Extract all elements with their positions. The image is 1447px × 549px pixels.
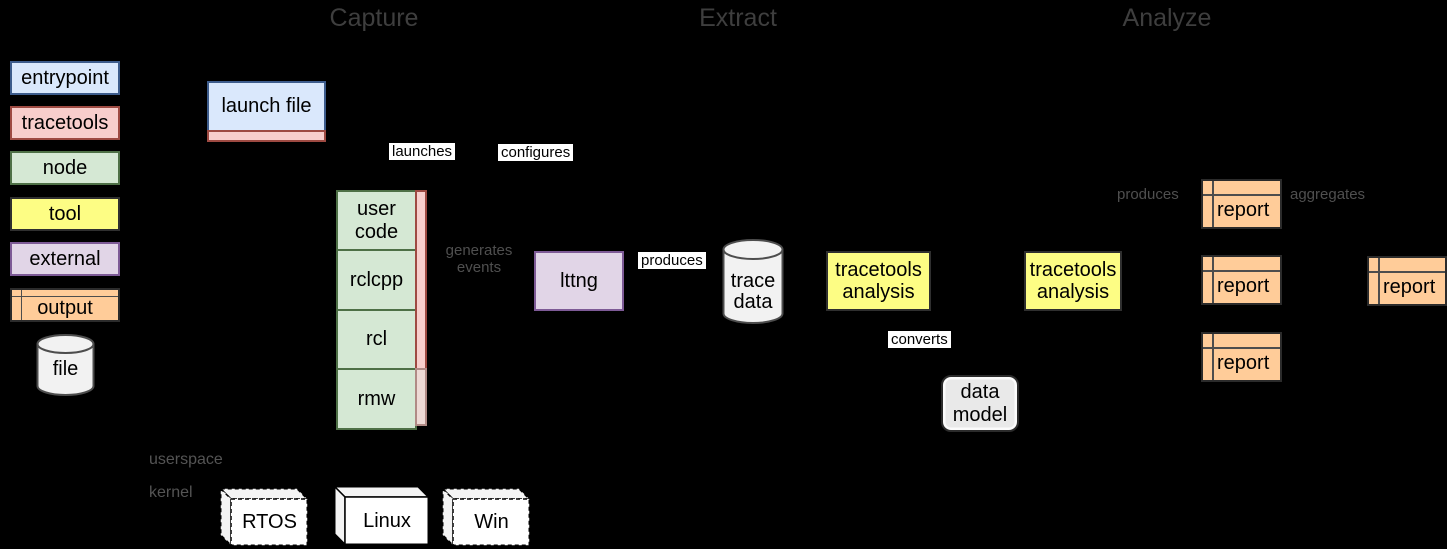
report-side-line [1212,181,1214,227]
tracetools-strip-upper [415,190,427,370]
cylinder-icon [36,334,95,396]
os-cube-rtos: RTOS [218,486,310,548]
report-header-line [1203,270,1280,272]
cube-icon [218,486,310,548]
os-cube-linux: Linux [332,484,431,547]
legend-tool: tool [10,197,120,231]
report-side-line [1378,258,1380,304]
aggregates-label: aggregates [1290,186,1366,203]
aggregated-report-box: report [1367,256,1447,306]
launches-label: launches [389,143,456,160]
userspace-label: userspace [149,451,223,468]
legend-output: output [10,288,120,322]
data-model-box: data model [941,375,1019,432]
section-title-capture: Capture [329,4,419,32]
launch-file-tracetools-strip [207,130,326,142]
stack-user-code: user code [336,190,417,251]
launch-file-box: launch file [207,81,326,132]
generates-events-label: generates events [445,242,513,276]
legend-node: node [10,151,120,185]
stack-rcl: rcl [336,309,417,370]
section-title-extract: Extract [699,4,777,32]
stack-rmw: rmw [336,368,417,430]
report-side-line [1212,334,1214,380]
produces-label-capture: produces [638,252,706,269]
report-header-line [1369,271,1445,273]
report-side-line [1212,257,1214,303]
produces-label-analyze: produces [1117,186,1179,203]
legend-external: external [10,242,120,276]
kernel-label: kernel [149,484,193,501]
trace-data-cylinder: trace data [722,238,784,325]
report-box-1: report [1201,179,1282,229]
report-side-line [21,290,22,320]
stack-rclcpp: rclcpp [336,249,417,311]
cube-icon [440,486,532,548]
configures-label: configures [498,144,574,161]
legend-file-cylinder: file [36,333,95,397]
node-stack: user code rclcpp rcl rmw [336,190,417,430]
legend-entrypoint: entrypoint [10,61,120,95]
report-header-line [1203,347,1280,349]
cylinder-icon [722,239,784,324]
tracetools-analysis-extract: tracetools analysis [826,251,931,311]
report-header-line [1203,194,1280,196]
trace-data-label: trace data [730,270,776,313]
legend-tracetools: tracetools [10,106,120,140]
report-box-3: report [1201,332,1282,382]
report-box-2: report [1201,255,1282,305]
os-cube-win: Win [440,486,532,548]
report-header-line [12,296,118,297]
tracetools-strip-lower [415,368,427,426]
section-title-analyze: Analyze [1122,4,1212,32]
cube-icon [332,484,431,547]
lttng-box: lttng [534,251,624,311]
converts-label: converts [888,331,951,348]
tracetools-analysis-analyze: tracetools analysis [1024,251,1122,311]
